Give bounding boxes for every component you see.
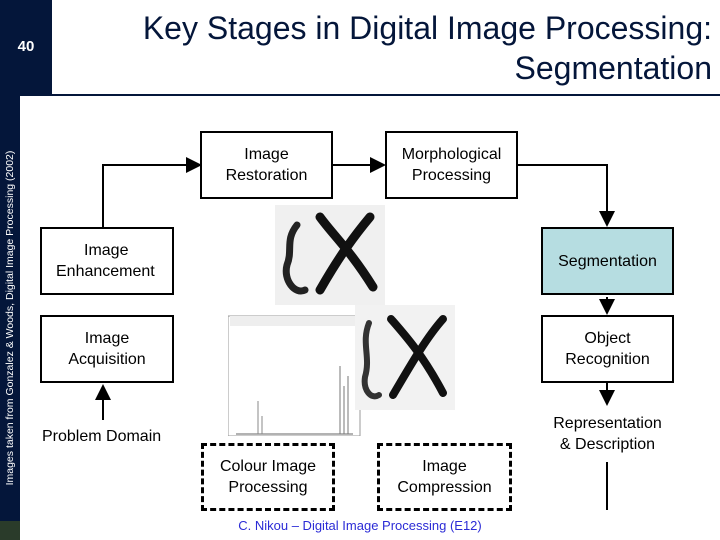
compression-line-1: Image bbox=[422, 458, 467, 475]
title-line-2: Segmentation bbox=[514, 50, 712, 86]
image-enhancement-box: Image Enhancement bbox=[40, 227, 174, 295]
colour-image-processing-box: Colour Image Processing bbox=[201, 443, 335, 511]
segmented-image bbox=[275, 205, 385, 305]
title-line-1: Key Stages in Digital Image Processing: bbox=[142, 10, 712, 46]
acquisition-line-1: Image bbox=[84, 330, 130, 347]
morphological-line-2: Processing bbox=[411, 167, 492, 184]
object-recognition-box: Object Recognition bbox=[541, 315, 674, 383]
colour-line-2: Processing bbox=[228, 479, 308, 496]
image-restoration-box: Image Restoration bbox=[200, 131, 333, 199]
segmentation-box: Segmentation bbox=[541, 227, 674, 295]
university-logo bbox=[0, 521, 20, 540]
representation-line-1: Representation bbox=[553, 415, 662, 432]
image-acquisition-box: Image Acquisition bbox=[40, 315, 174, 383]
colour-line-1: Colour Image bbox=[219, 458, 317, 475]
footer-credit: C. Nikou – Digital Image Processing (E12… bbox=[238, 518, 482, 533]
histogram-image bbox=[228, 315, 361, 436]
recognition-line-1: Object bbox=[584, 330, 631, 347]
restoration-line-1: Image bbox=[244, 146, 289, 163]
side-band bbox=[0, 96, 20, 540]
title-area bbox=[52, 0, 720, 94]
representation-description-box: Representation & Description bbox=[541, 405, 674, 463]
representation-line-2: & Description bbox=[559, 436, 656, 453]
original-image bbox=[355, 305, 455, 410]
segmentation-label: Segmentation bbox=[558, 252, 657, 270]
compression-line-2: Compression bbox=[397, 479, 492, 496]
morphological-line-1: Morphological bbox=[401, 146, 502, 163]
enhancement-line-1: Image bbox=[84, 242, 129, 259]
restoration-line-2: Restoration bbox=[225, 167, 308, 184]
acquisition-line-2: Acquisition bbox=[68, 351, 146, 368]
enhancement-line-2: Enhancement bbox=[56, 263, 155, 280]
image-compression-box: Image Compression bbox=[377, 443, 512, 511]
slide-number: 40 bbox=[17, 38, 35, 55]
problem-domain-label: Problem Domain bbox=[42, 428, 162, 445]
slide-title: Key Stages in Digital Image Processing: … bbox=[72, 8, 712, 88]
recognition-line-2: Recognition bbox=[565, 351, 650, 368]
morphological-processing-box: Morphological Processing bbox=[385, 131, 518, 199]
